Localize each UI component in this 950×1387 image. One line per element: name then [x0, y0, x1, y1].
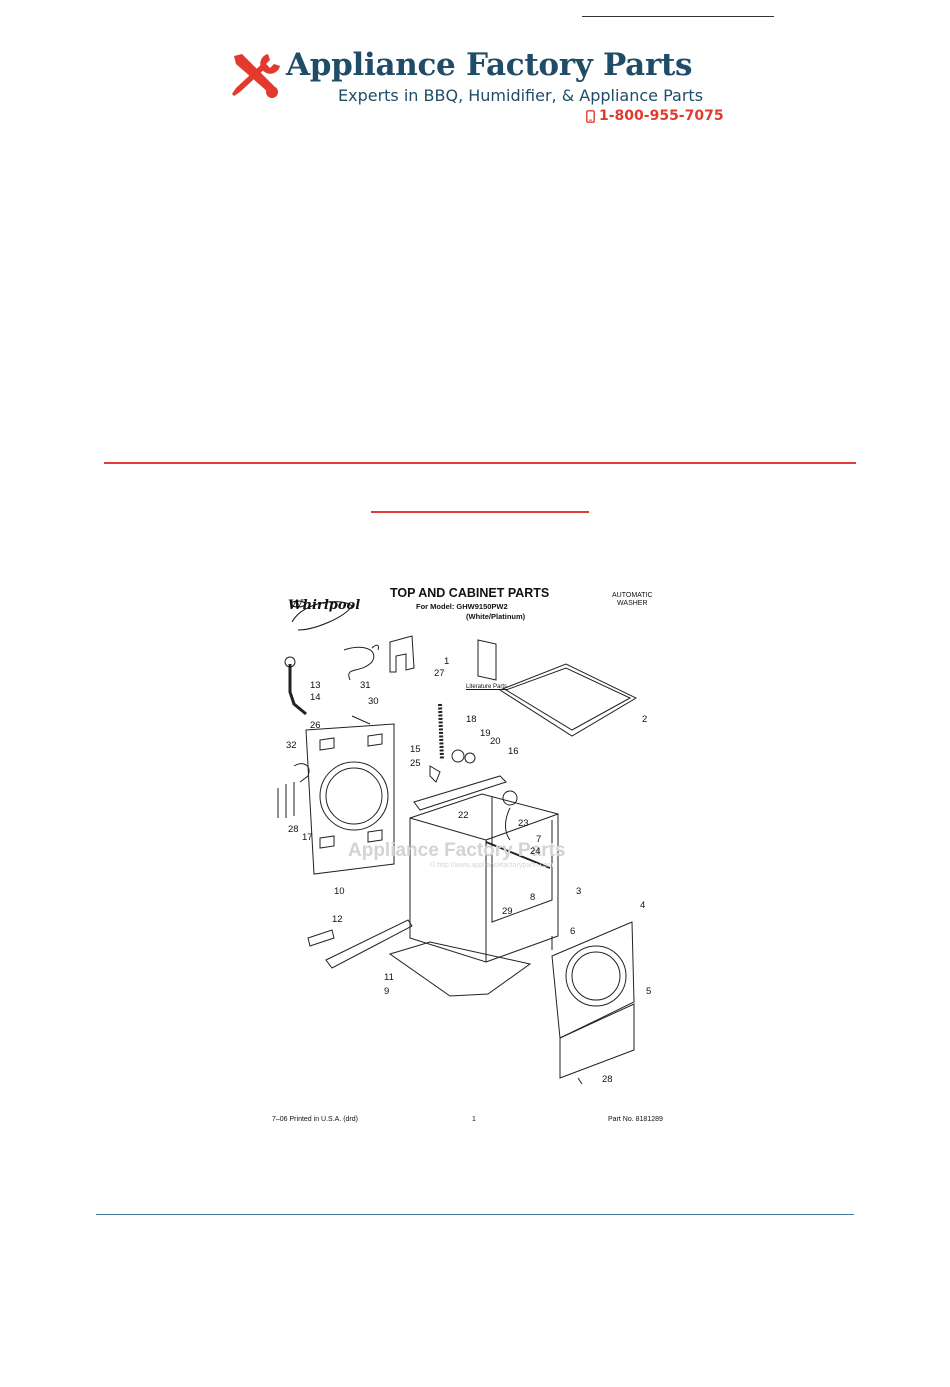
callout: 26 [310, 720, 321, 731]
callout: 30 [368, 696, 379, 707]
section-divider [104, 462, 856, 464]
product-type-line1: AUTOMATIC [612, 592, 653, 599]
callout: 17 [302, 832, 313, 843]
callout: 24 [530, 846, 541, 857]
callout: 23 [518, 818, 529, 829]
callout: 11 [384, 972, 394, 983]
diagram-model: For Model: GHW9150PW2 [416, 602, 508, 611]
title-underline [371, 511, 589, 513]
exploded-view-drawing [277, 635, 638, 1085]
callout: 14 [310, 692, 321, 703]
watermark-url: © http://www.appliancefactoryparts.com [430, 862, 554, 869]
callout: 9 [384, 986, 390, 997]
callout: 10 [334, 886, 345, 897]
callout: 8 [530, 892, 536, 903]
callout: 4 [640, 900, 646, 911]
callout: 28 [602, 1074, 613, 1085]
phone-number[interactable]: 1-800-955-7075 [586, 108, 724, 124]
callout: 3 [576, 886, 582, 897]
footer-divider [96, 1214, 854, 1215]
callout: 27 [434, 668, 445, 679]
watermark: Appliance Factory Parts [348, 840, 566, 861]
callout: 7 [536, 834, 542, 845]
callout: 20 [490, 736, 501, 747]
diagram-color: (White/Platinum) [466, 612, 526, 621]
callout: 6 [570, 926, 576, 937]
callout: 22 [458, 810, 469, 821]
callout: 13 [310, 680, 321, 691]
brand-name: Appliance Factory Parts [286, 47, 693, 83]
callout: 1 [444, 656, 450, 667]
diagram-title: TOP AND CABINET PARTS [390, 586, 550, 600]
callout: 19 [480, 728, 491, 739]
product-type: AUTOMATIC WASHER [612, 592, 653, 608]
callout: 32 [286, 740, 297, 751]
callout: 12 [332, 914, 343, 925]
phone-icon [586, 109, 595, 123]
diagram-footer-left: 7–06 Printed in U.S.A. (drd) [272, 1116, 358, 1123]
product-type-line2: WASHER [617, 600, 648, 607]
phone-text: 1-800-955-7075 [599, 108, 724, 124]
diagram-part-number: Part No. 8181289 [608, 1116, 663, 1123]
diagram-page-number: 1 [472, 1116, 476, 1123]
brand-tagline: Experts in BBQ, Humidifier, & Appliance … [338, 86, 704, 105]
callout: 25 [410, 758, 421, 769]
callout: 28 [288, 824, 299, 835]
callout: 16 [508, 746, 519, 757]
callout: 5 [646, 986, 652, 997]
literature-label: Literature Parts [466, 684, 508, 690]
wrench-screwdriver-icon [232, 54, 280, 98]
parts-diagram: Whirlpool TOP AND CABINET PARTS For Mode… [260, 570, 690, 1150]
whirlpool-swirl-icon [290, 600, 353, 631]
callout: 15 [410, 744, 421, 755]
callout: 2 [642, 714, 648, 725]
callout: 29 [502, 906, 513, 917]
top-rule [582, 16, 774, 17]
callout: 31 [360, 680, 371, 691]
callout: 18 [466, 714, 477, 725]
